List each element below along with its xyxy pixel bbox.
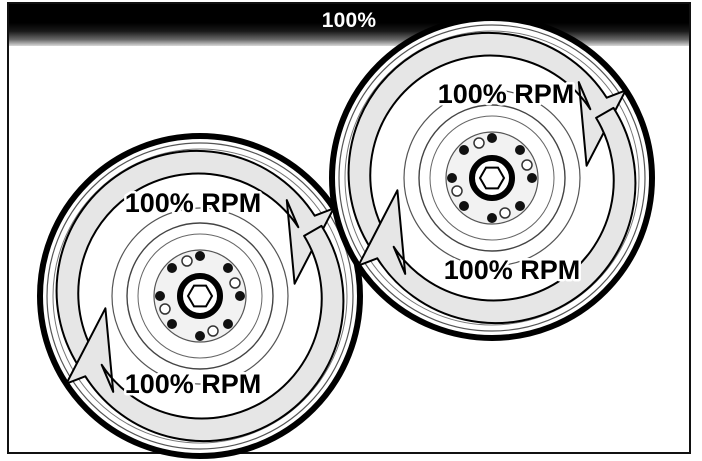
right-wheel — [332, 18, 652, 338]
right-wheel-bottom-rpm-label: 100% RPM — [444, 255, 581, 285]
left-wheel — [40, 136, 360, 456]
left-wheel-bottom-rpm-label: 100% RPM — [125, 369, 262, 399]
left-wheel-top-rpm-label: 100% RPM — [125, 188, 262, 218]
right-wheel-top-rpm-label: 100% RPM — [438, 79, 575, 109]
